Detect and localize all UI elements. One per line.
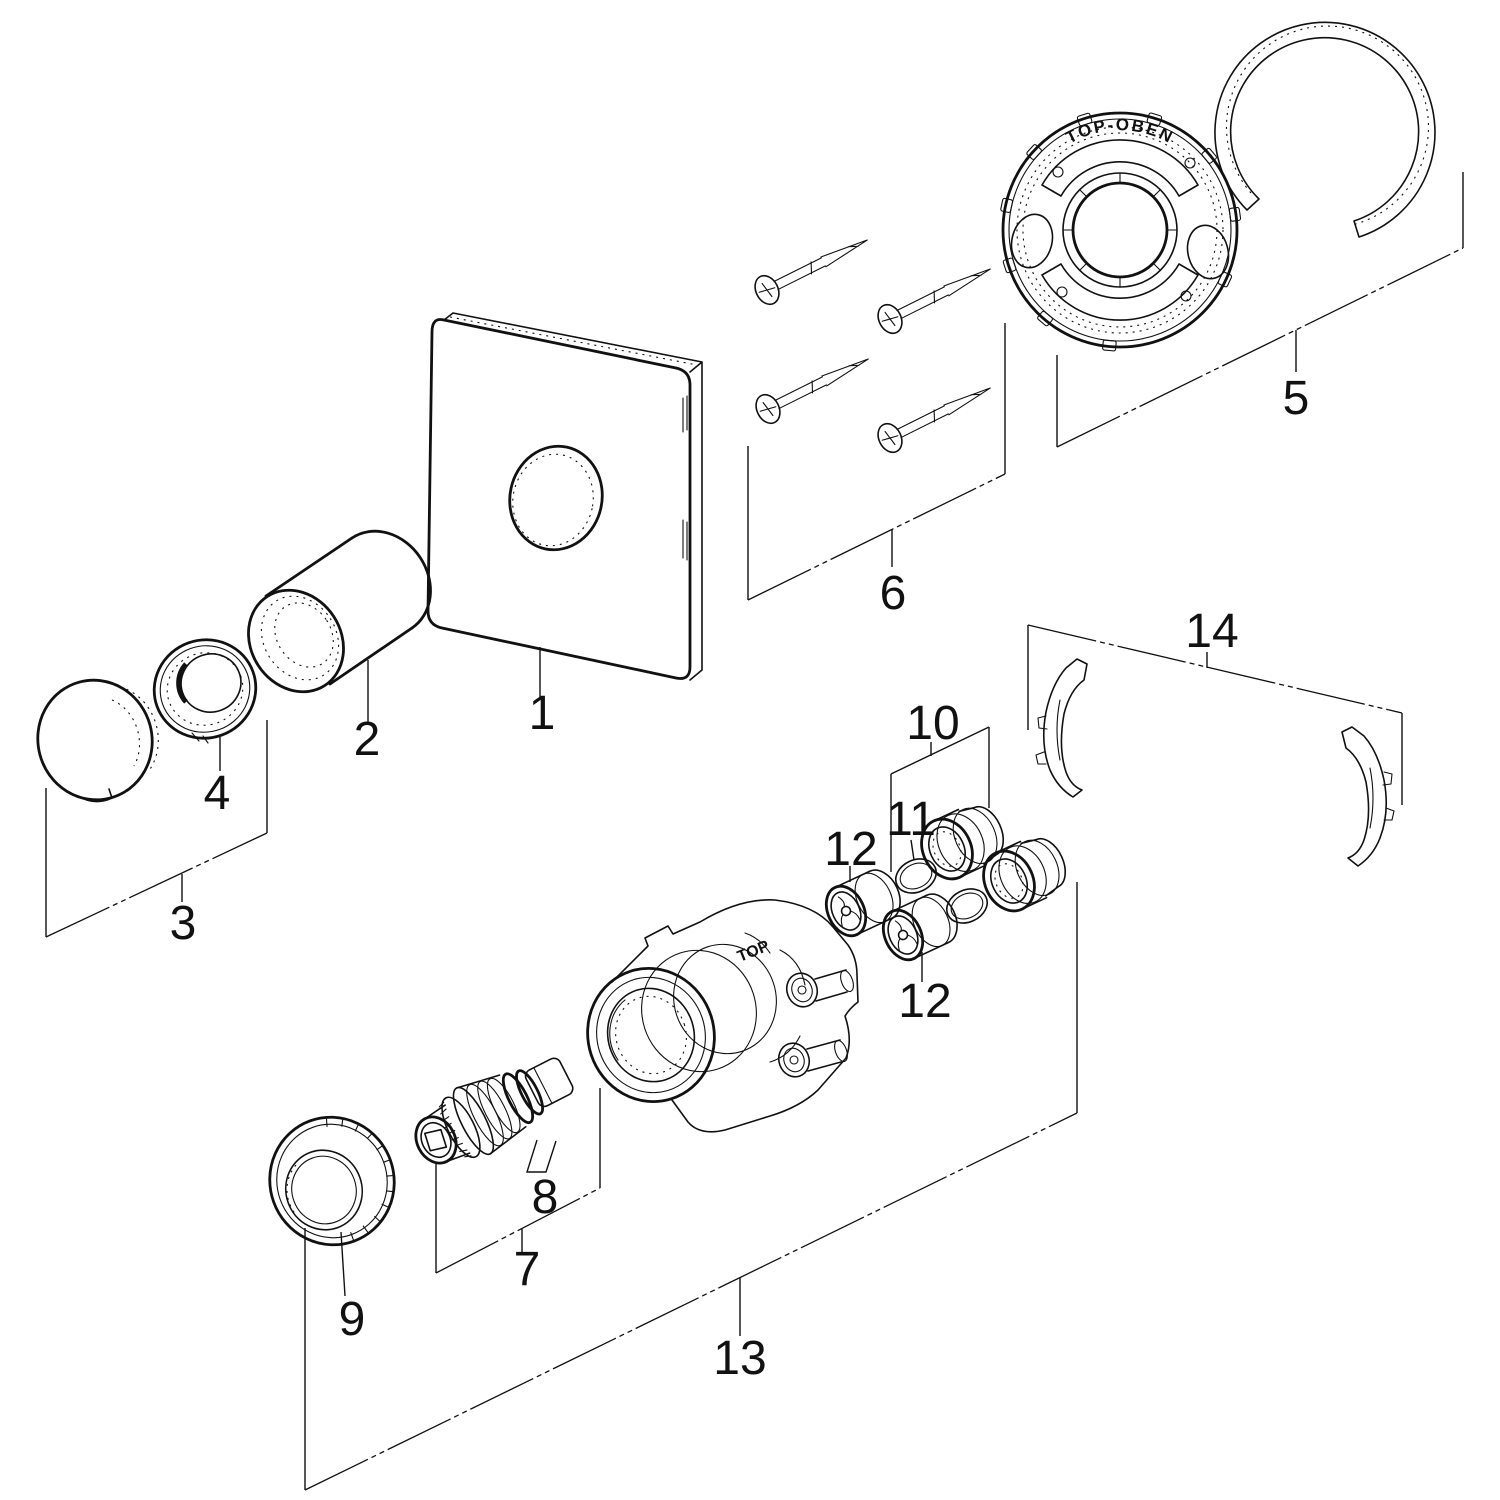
part-cartridge (414, 1057, 574, 1165)
part-label-3: 3 (170, 897, 197, 950)
bracket-7-diagonal (435, 1187, 601, 1274)
screw-4 (872, 373, 998, 458)
part-label-13: 13 (713, 1332, 766, 1385)
body-screw-upper (785, 969, 854, 1008)
part-clip-right (1341, 726, 1395, 867)
screw-2 (872, 254, 998, 339)
part-label-12b: 12 (898, 975, 951, 1028)
bracket-3-sides (45, 720, 268, 937)
part-screws (749, 225, 998, 458)
part-label-9: 9 (339, 1293, 366, 1346)
bracket-3-diagonal (45, 832, 268, 938)
body-screw-lower (777, 1039, 848, 1078)
leader-11 (910, 839, 915, 861)
screw-3 (750, 344, 876, 429)
part-label-14: 14 (1185, 605, 1238, 658)
bracket-13-sides (304, 882, 1078, 1490)
part-ring-nut (268, 1115, 396, 1247)
part-label-1: 1 (529, 687, 556, 740)
part-clip-left (1035, 658, 1088, 798)
part-snap-ring (1214, 21, 1436, 238)
bracket-5-sides (1056, 172, 1464, 447)
part-ring-rosette (152, 638, 258, 744)
part-check-valve-2 (874, 886, 967, 968)
screw-1 (749, 225, 875, 310)
bracket-13-diagonal (304, 1112, 1078, 1491)
bracket-14-diagonal (1027, 624, 1403, 714)
part-sleeve (247, 529, 432, 694)
leader-8 (526, 1139, 557, 1173)
part-knob-handle (36, 678, 159, 803)
part-label-11: 11 (886, 793, 936, 846)
part-label-6: 6 (880, 567, 907, 620)
leader-9 (340, 1231, 346, 1297)
part-label-2: 2 (354, 713, 381, 766)
callout-labels: 1 2 3 4 5 6 7 8 9 10 11 12 12 13 14 (170, 372, 1310, 1385)
callout-leaders (45, 172, 1464, 1491)
part-label-10: 10 (906, 697, 959, 750)
part-fitting-2 (972, 826, 1077, 921)
part-label-8: 8 (532, 1171, 559, 1224)
bracket-6-diagonal (747, 473, 1006, 601)
bracket-10-diagonal (890, 726, 990, 775)
bracket-14-sides (1027, 625, 1403, 805)
part-mounting-plate: TOP-OBEN (1000, 111, 1242, 352)
valve-body-stamp-text: TOP (735, 938, 772, 966)
part-label-5: 5 (1283, 372, 1310, 425)
bracket-7-sides (435, 1088, 601, 1273)
bracket-6-sides (747, 323, 1006, 600)
part-cartridge-seals (501, 1069, 544, 1125)
part-escutcheon-plate (426, 312, 703, 681)
part-label-7: 7 (514, 1243, 541, 1296)
part-valve-body: TOP (586, 899, 859, 1133)
part-label-4: 4 (204, 767, 231, 820)
bracket-10-sides (890, 727, 990, 872)
part-label-12a: 12 (824, 823, 877, 876)
bracket-5-diagonal (1056, 247, 1464, 448)
